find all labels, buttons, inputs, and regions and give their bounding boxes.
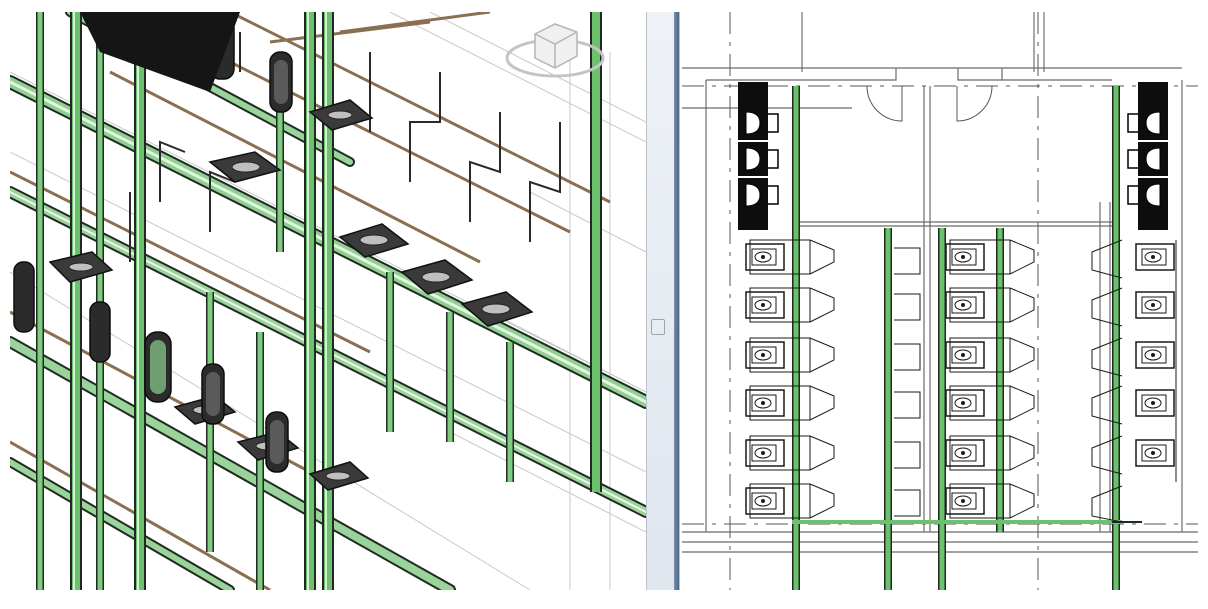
splitter-bar[interactable]	[674, 12, 679, 590]
plan-fixtures-middle-column	[894, 239, 1035, 519]
floor-plan-viewport[interactable]	[682, 12, 1198, 590]
plan-fixtures-left-column	[745, 239, 835, 519]
plan-urinals-right	[1127, 82, 1169, 230]
splitter-handle-icon[interactable]	[651, 319, 665, 335]
plan-urinals-left	[737, 82, 779, 230]
view-cube-icon[interactable]	[505, 23, 605, 78]
3d-fixtures	[13, 12, 534, 491]
3d-view-canvas[interactable]	[10, 12, 646, 590]
plan-pipes	[792, 86, 1142, 590]
plan-fixtures-right-column	[1091, 239, 1177, 523]
3d-view-viewport[interactable]	[10, 12, 647, 590]
floor-plan-canvas[interactable]	[682, 12, 1198, 590]
view-splitter[interactable]	[646, 12, 680, 590]
